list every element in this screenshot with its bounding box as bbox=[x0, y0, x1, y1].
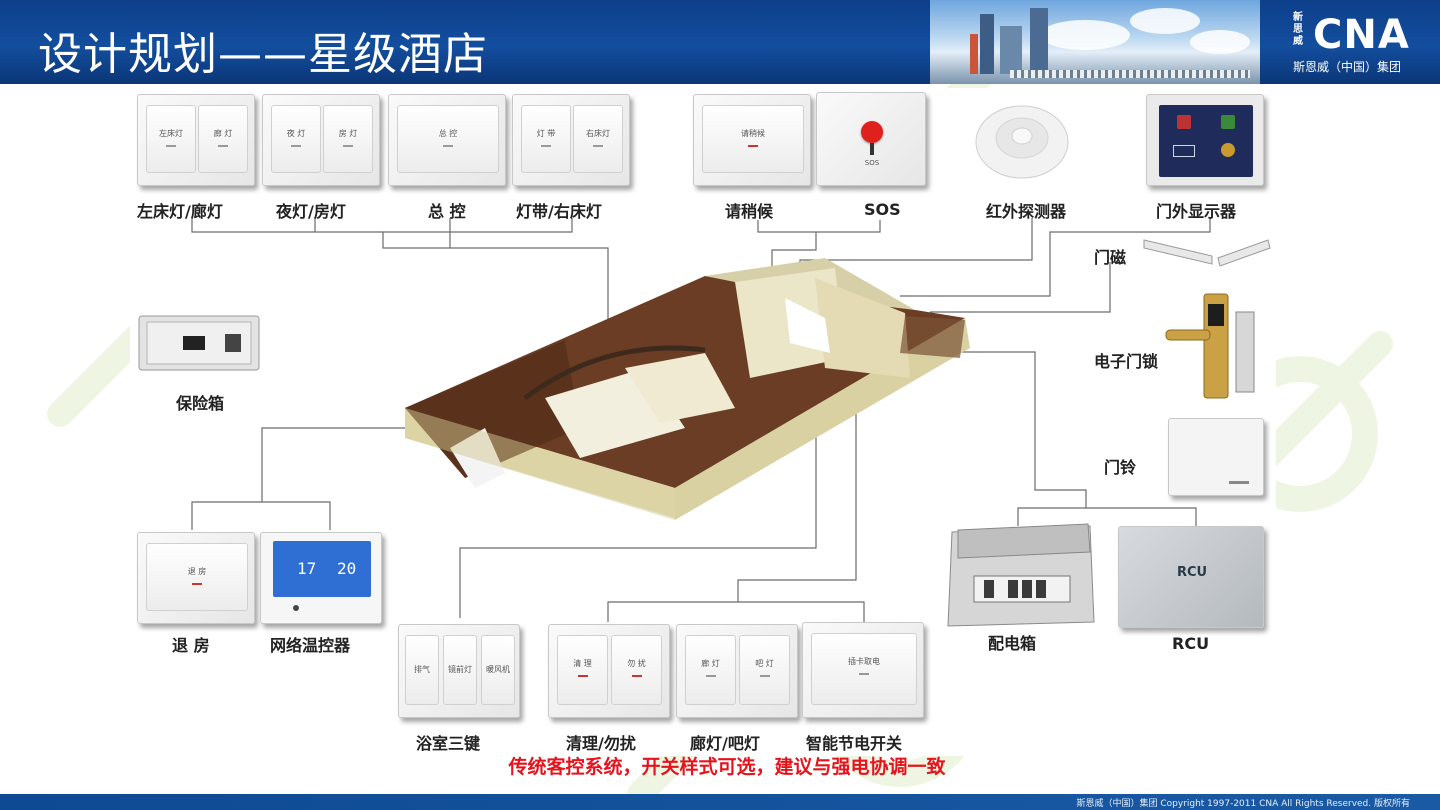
key-right-bed[interactable]: 右床灯 bbox=[573, 105, 623, 173]
label-corridor-bar: 廊灯/吧灯 bbox=[690, 734, 760, 753]
key-checkout[interactable]: 退 房 bbox=[146, 543, 248, 611]
thermostat-device[interactable]: 17 20 bbox=[260, 532, 382, 624]
label-master: 总 控 bbox=[428, 202, 466, 221]
key-clean[interactable]: 清 理 bbox=[557, 635, 608, 705]
footer-copyright: 斯恩威（中国）集团 Copyright 1997-2011 CNA All Ri… bbox=[1076, 799, 1410, 809]
key-left-bed[interactable]: 左床灯 bbox=[146, 105, 196, 173]
ir-detector-device bbox=[975, 105, 1069, 179]
key-room[interactable]: 房 灯 bbox=[323, 105, 373, 173]
thermostat-temp-a: 17 bbox=[297, 559, 317, 578]
label-sos: SOS bbox=[864, 200, 901, 219]
switch-master[interactable]: 总 控 bbox=[388, 94, 506, 186]
key-corridor[interactable]: 廊 灯 bbox=[198, 105, 248, 173]
clean-indicator-icon bbox=[1221, 115, 1235, 129]
label-strip-right-bed: 灯带/右床灯 bbox=[516, 202, 602, 221]
rcu-panel-text: RCU bbox=[1176, 565, 1208, 580]
key-exhaust[interactable]: 排气 bbox=[405, 635, 439, 705]
rcu-device: RCU bbox=[1118, 526, 1264, 628]
doorbell-indicator-icon bbox=[1221, 143, 1235, 157]
switch-strip-right-bed[interactable]: 灯 带 右床灯 bbox=[512, 94, 630, 186]
key-strip[interactable]: 灯 带 bbox=[521, 105, 571, 173]
key-corridor-light[interactable]: 廊 灯 bbox=[685, 635, 736, 705]
switch-left-bed-corridor[interactable]: 左床灯 廊 灯 bbox=[137, 94, 255, 186]
sos-key-text: SOS bbox=[864, 159, 880, 167]
distribution-box-device bbox=[947, 523, 1095, 627]
thermostat-screen: 17 20 bbox=[273, 541, 371, 597]
key-mirror-light[interactable]: 镜前灯 bbox=[443, 635, 477, 705]
logo-vertical-text: 新思威 bbox=[1293, 12, 1303, 47]
caption-text: 传统客控系统，开关样式可选，建议与强电协调一致 bbox=[508, 756, 946, 778]
label-night-room: 夜灯/房灯 bbox=[276, 202, 346, 221]
label-distribution-box: 配电箱 bbox=[988, 634, 1037, 653]
switch-bath-three-key[interactable]: 排气 镜前灯 暖风机 bbox=[398, 624, 520, 718]
label-clean-dnd: 清理/勿扰 bbox=[566, 734, 636, 753]
label-door-magnet: 门磁 bbox=[1094, 248, 1127, 267]
switch-checkout[interactable]: 退 房 bbox=[137, 532, 255, 624]
label-e-lock: 电子门锁 bbox=[1094, 352, 1159, 371]
logo-subtitle: 斯恩威（中国）集团 bbox=[1293, 60, 1402, 74]
key-dnd[interactable]: 勿 扰 bbox=[611, 635, 662, 705]
key-please-wait[interactable]: 请稍候 bbox=[702, 105, 804, 173]
dnd-indicator-icon bbox=[1177, 115, 1191, 129]
key-heater[interactable]: 暖风机 bbox=[481, 635, 515, 705]
label-door-display: 门外显示器 bbox=[1156, 202, 1237, 221]
label-rcu: RCU bbox=[1172, 634, 1210, 653]
logo-main-text: CNA bbox=[1313, 12, 1410, 58]
safe-device bbox=[138, 315, 260, 371]
header-bar: 设计规划——星级酒店 新思威 CNA 斯恩威（中国）集团 bbox=[0, 0, 1440, 84]
footer-bar: 斯恩威（中国）集团 Copyright 1997-2011 CNA All Ri… bbox=[0, 794, 1440, 810]
label-ir-detector: 红外探测器 bbox=[986, 202, 1067, 221]
switch-clean-dnd[interactable]: 清 理 勿 扰 bbox=[548, 624, 670, 718]
card-slot-icon bbox=[1173, 145, 1195, 157]
key-master[interactable]: 总 控 bbox=[397, 105, 499, 173]
card-slot[interactable]: 插卡取电 bbox=[811, 633, 917, 705]
door-magnet-device bbox=[1143, 239, 1271, 267]
power-card-switch[interactable]: 插卡取电 bbox=[802, 622, 924, 718]
label-checkout: 退 房 bbox=[172, 636, 210, 655]
label-power-switch: 智能节电开关 bbox=[806, 734, 903, 753]
label-bath-three-key: 浴室三键 bbox=[416, 734, 481, 753]
door-display-panel bbox=[1146, 94, 1264, 186]
doorbell-device bbox=[1168, 418, 1264, 496]
thermostat-button[interactable] bbox=[293, 605, 299, 611]
header-city-photo bbox=[930, 0, 1260, 84]
key-bar-light[interactable]: 吧 灯 bbox=[739, 635, 790, 705]
label-safe: 保险箱 bbox=[176, 394, 225, 413]
key-night[interactable]: 夜 灯 bbox=[271, 105, 321, 173]
switch-night-room[interactable]: 夜 灯 房 灯 bbox=[262, 94, 380, 186]
label-please-wait: 请稍候 bbox=[725, 202, 774, 221]
label-doorbell: 门铃 bbox=[1104, 458, 1137, 477]
electronic-lock-device bbox=[1165, 293, 1255, 399]
hotel-room-illustration bbox=[405, 258, 970, 520]
label-left-bed-corridor: 左床灯/廊灯 bbox=[137, 202, 223, 221]
sos-red-button[interactable] bbox=[861, 121, 883, 143]
switch-sos[interactable]: SOS bbox=[816, 92, 926, 186]
switch-corridor-bar[interactable]: 廊 灯 吧 灯 bbox=[676, 624, 798, 718]
page-title: 设计规划——星级酒店 bbox=[38, 29, 488, 80]
cna-logo: 新思威 CNA 斯恩威（中国）集团 bbox=[1275, 6, 1435, 80]
switch-please-wait[interactable]: 请稍候 bbox=[693, 94, 811, 186]
thermostat-temp-b: 20 bbox=[337, 559, 357, 578]
label-thermostat: 网络温控器 bbox=[270, 636, 351, 655]
